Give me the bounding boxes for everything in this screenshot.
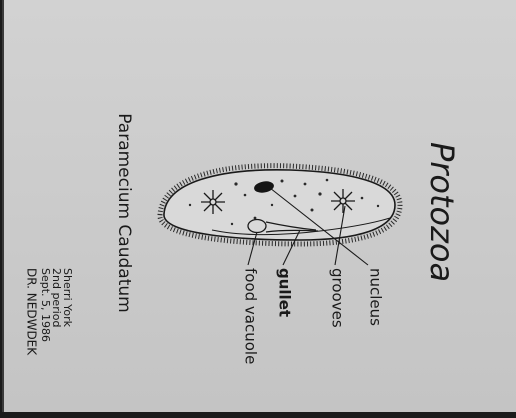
author-teacher: DR. NEDWDEK [25, 268, 39, 356]
page-title: Protozoa [423, 142, 461, 282]
organism-name: Paramecium Caudatum [114, 113, 134, 312]
label-food-vacuole: food vacuole [242, 268, 260, 364]
contractile-vacuole-right [331, 189, 355, 213]
food-vacuole-shape [248, 220, 266, 233]
cell-body [160, 166, 400, 244]
contractile-vacuole-left [201, 190, 225, 214]
label-grooves: grooves [329, 268, 347, 328]
label-gullet: gullet [276, 268, 294, 317]
label-nucleus: nucleus [367, 268, 385, 326]
cell-membrane [164, 170, 395, 240]
author-date: Sept. 5, 1986 [39, 268, 52, 342]
